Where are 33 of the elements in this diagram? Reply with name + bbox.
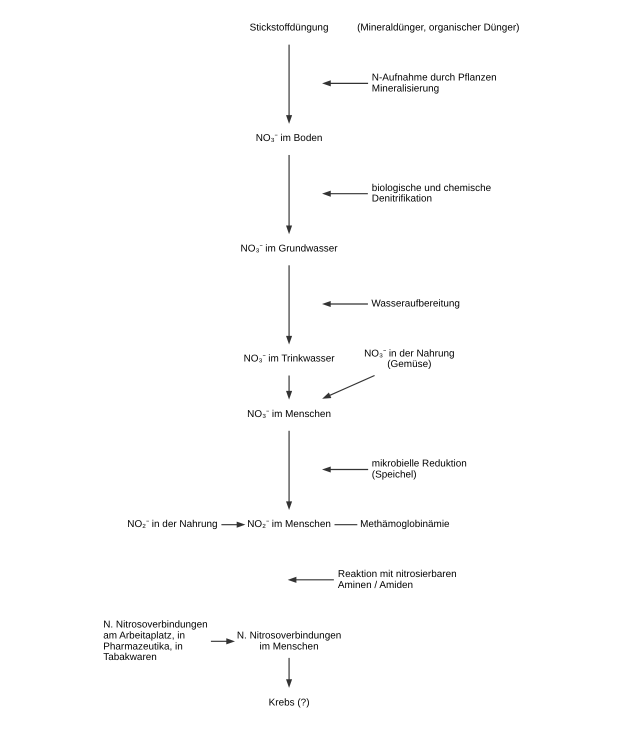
arrow (322, 466, 368, 473)
node-label: (Mineraldünger, organischer Dünger) (357, 22, 520, 34)
arrow (286, 430, 292, 510)
arrow (286, 44, 292, 124)
arrow (286, 265, 292, 345)
arrow (286, 658, 292, 688)
node-text: N-Aufnahme durch Pflanzen Mineralisierung (372, 72, 497, 94)
node-text: biologische und chemische Denitrifikation (372, 182, 492, 205)
node-text: Methämoglobinämie (360, 519, 450, 530)
arrow (210, 638, 235, 644)
arrow (322, 80, 368, 86)
node-text: NO₃⁻ in der Nahrung (Gemüse) (364, 348, 455, 370)
node-text: Stickstoffdüngung (250, 22, 328, 34)
node-text: NO₃⁻ im Trinkwasser (244, 354, 335, 365)
node-text: Reaktion mit nitrosierbaren Aminen / Amiden (338, 568, 457, 591)
connector (334, 524, 358, 526)
node-text: N. Nitrosoverbindungen am Arbeitaplatz, in Pharmazeutika, in Tabakwaren (103, 620, 208, 664)
arrow (221, 522, 246, 528)
arrow (322, 190, 368, 197)
arrow (322, 300, 368, 308)
node-text: NO₂⁻ im Menschen (247, 519, 331, 530)
node-text: NO₂⁻ in der Nahrung (127, 519, 218, 530)
node-text: mikrobielle Reduktion (Speichel) (372, 458, 467, 480)
arrow (286, 376, 292, 400)
arrow (322, 374, 375, 399)
node-text: Wasseraufbereitung (371, 298, 460, 310)
arrow (288, 576, 334, 583)
node-text: NO₃⁻ im Menschen (247, 408, 331, 420)
node-text: N. Nitrosoverbindungen im Menschen (236, 630, 342, 652)
node-text: Krebs (?) (268, 697, 310, 708)
arrow (286, 154, 292, 234)
node-text: NO₃⁻ im Boden (256, 133, 322, 144)
node-text: NO₃⁻ im Grundwasser (240, 243, 338, 254)
